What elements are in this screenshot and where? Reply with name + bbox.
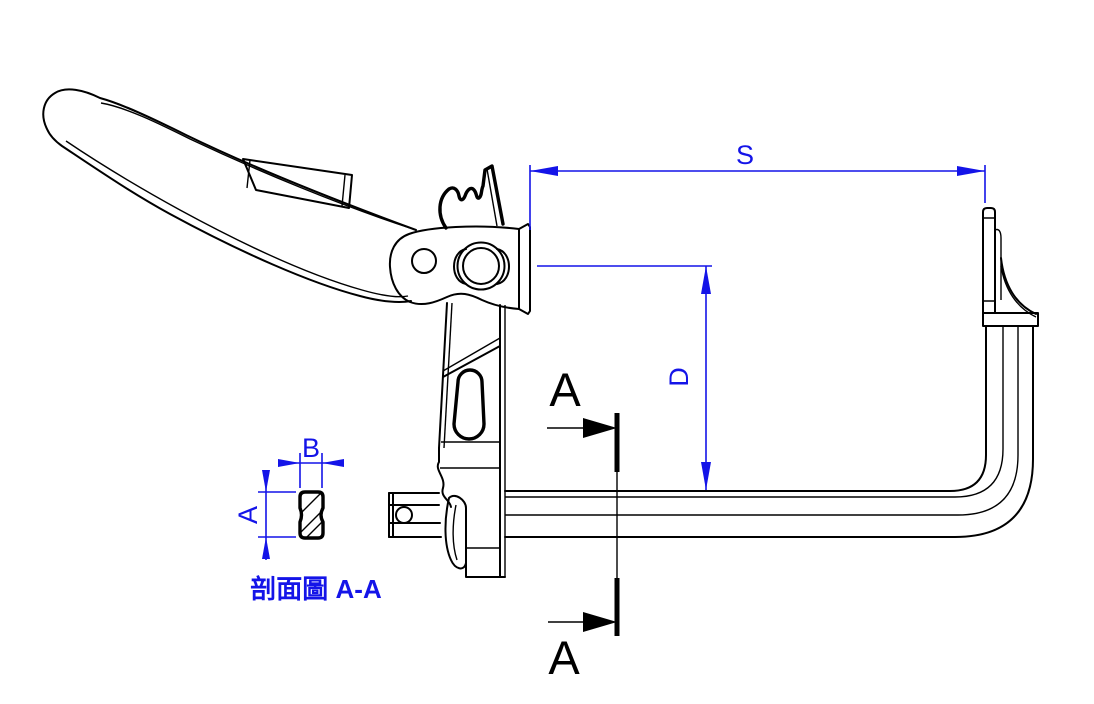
rail-left-segment [388, 492, 442, 538]
dim-b-label: B [302, 433, 320, 463]
cam-pin-outer [456, 241, 506, 291]
jaw-back-profile [994, 228, 1002, 300]
handle-lever [42, 88, 417, 303]
jaw-plate [982, 207, 996, 314]
jaw-plate-lines [983, 217, 995, 302]
handle-inner-bottom-line [65, 140, 409, 298]
rail-right-top [504, 325, 987, 492]
arm-left-edge-inner [443, 302, 453, 449]
dim-d-label: D [664, 367, 694, 387]
support-gusset-inner [1000, 265, 1037, 318]
arm-left-edge [438, 302, 448, 449]
cut-arrow-bottom [583, 612, 617, 632]
dim-s-label: S [736, 140, 754, 170]
clamp-head [388, 164, 531, 315]
cut-marker-label-bottom: A [548, 631, 580, 684]
cut-arrow-top [583, 418, 617, 438]
dim-a-extension-lines [258, 491, 296, 538]
section-cut-line: A A [547, 363, 620, 684]
ratchet-teeth [438, 164, 505, 230]
dim-a-arrow-top [262, 470, 270, 492]
dim-s-extension-lines [529, 165, 986, 230]
handle-outline [42, 88, 417, 303]
rail-end-cap [388, 492, 394, 538]
arm-crossline-lower [442, 345, 501, 378]
ratchet-blade-edge [486, 168, 498, 227]
dim-d-arrow-top [701, 266, 711, 294]
section-outline [298, 490, 325, 540]
jaw-base-band [982, 312, 1039, 327]
fixed-jaw [982, 207, 1039, 327]
cam-pin-inner [462, 247, 500, 285]
section-view-a-a [298, 490, 325, 540]
slide-arm [436, 302, 506, 578]
arm-crossline-upper [442, 337, 501, 372]
handle-grip-tab [242, 158, 353, 209]
arm-bottom-edge [465, 562, 506, 578]
rail-right-bottom [504, 325, 1034, 538]
dim-b-extension-lines [299, 453, 323, 488]
dim-d-arrow-bottom [701, 462, 711, 490]
handle-inner-top-line [100, 102, 411, 229]
dimension-d: D [537, 265, 712, 490]
cut-marker-label-top: A [549, 363, 581, 416]
dimension-s: S [529, 140, 986, 230]
section-hatch [300, 492, 323, 538]
dim-s-arrow-right [957, 166, 985, 176]
pressure-pad [518, 223, 531, 315]
cam-boss-right-ear [496, 248, 510, 285]
support-gusset [1000, 257, 1037, 315]
arm-slot [452, 368, 486, 441]
rail-end-hole [395, 506, 413, 524]
release-trigger-lobe [444, 494, 467, 570]
dim-b-arrow-right [322, 459, 344, 467]
rail-right-line3 [505, 326, 1019, 516]
pivot-hole [411, 248, 437, 274]
section-view-caption: 剖面圖 A-A [250, 574, 382, 604]
dim-a-label: A [233, 506, 263, 524]
dim-a-arrow-bottom [262, 537, 270, 559]
dim-s-arrow-left [530, 166, 558, 176]
dimension-a: A [233, 470, 296, 560]
release-trigger-inner [452, 504, 458, 561]
head-outline [388, 225, 520, 310]
dimension-b: B [278, 433, 344, 488]
dim-b-arrow-left [278, 459, 300, 467]
rail-bar [388, 325, 1034, 538]
rail-right-line2 [505, 326, 1004, 498]
handle-grip-tab-detail [246, 159, 346, 207]
